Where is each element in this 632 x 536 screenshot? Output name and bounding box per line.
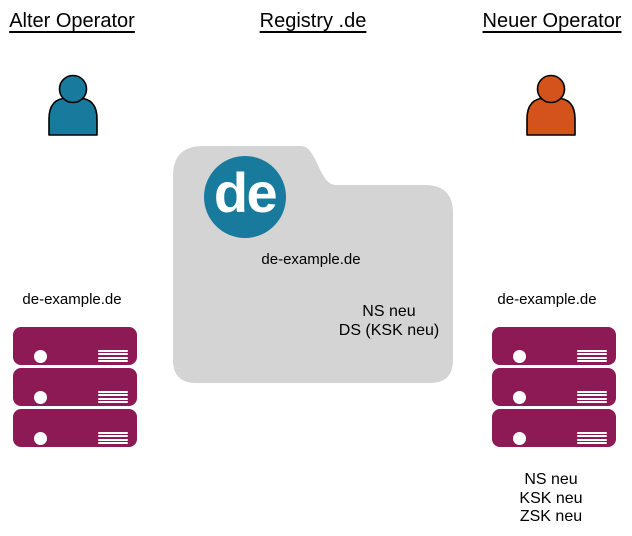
server-icon bbox=[13, 409, 137, 447]
server-led-dot bbox=[513, 391, 526, 404]
server-vents-icon bbox=[98, 431, 128, 444]
old-operator-server-label: de-example.de bbox=[22, 291, 122, 308]
server-icon bbox=[492, 368, 616, 406]
column-header-new-operator: Neuer Operator bbox=[482, 10, 622, 32]
key-label-ns: NS neu bbox=[524, 471, 578, 488]
server-led-dot bbox=[34, 350, 47, 363]
column-header-registry: Registry .de bbox=[259, 10, 367, 32]
server-led-dot bbox=[34, 432, 47, 445]
server-icon bbox=[13, 368, 137, 406]
new-operator-server-label: de-example.de bbox=[497, 291, 597, 308]
server-icon bbox=[13, 327, 137, 365]
de-circle-logo-icon: de bbox=[204, 156, 286, 238]
server-led-dot bbox=[513, 350, 526, 363]
new-operator-key-labels: NS neu KSK neu ZSK neu bbox=[519, 471, 582, 527]
old-operator-person-icon bbox=[48, 74, 98, 136]
server-vents-icon bbox=[577, 431, 607, 444]
new-operator-server-stack bbox=[492, 327, 616, 450]
de-logo-text: de bbox=[214, 161, 277, 224]
registry-folder: de de-example.de NS neu DS (KSK neu) bbox=[173, 146, 453, 383]
key-label-ksk: KSK neu bbox=[519, 489, 583, 507]
folder-domain-label: de-example.de bbox=[261, 251, 361, 268]
folder-record-ns: NS neu bbox=[362, 303, 416, 320]
server-vents-icon bbox=[98, 349, 128, 362]
column-header-old-operator: Alter Operator bbox=[9, 10, 135, 32]
new-operator-person-icon bbox=[526, 74, 576, 136]
key-label-zsk: ZSK neu bbox=[519, 508, 583, 525]
folder-record-lines: NS neu DS (KSK neu) bbox=[339, 302, 439, 340]
server-vents-icon bbox=[577, 349, 607, 362]
server-led-dot bbox=[34, 391, 47, 404]
server-icon bbox=[492, 409, 616, 447]
server-icon bbox=[492, 327, 616, 365]
server-vents-icon bbox=[577, 390, 607, 403]
server-led-dot bbox=[513, 432, 526, 445]
server-vents-icon bbox=[98, 390, 128, 403]
old-operator-server-stack bbox=[13, 327, 137, 450]
folder-shape-icon: de bbox=[173, 146, 453, 383]
folder-record-ds: DS (KSK neu) bbox=[338, 322, 440, 339]
